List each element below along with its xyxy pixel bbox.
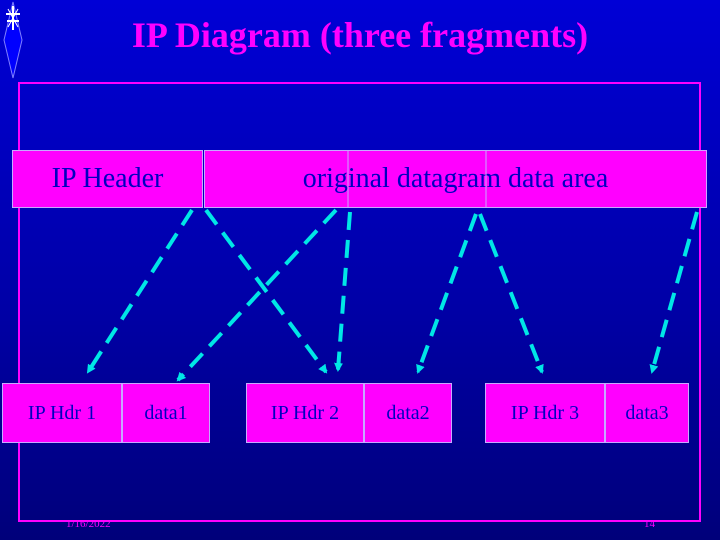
fragment-3-data-label: data3 [625, 401, 669, 424]
diagram-frame [18, 82, 701, 522]
arrow-hdr-to-frag1 [86, 208, 194, 374]
ip-header-label: IP Header [51, 163, 164, 194]
fragment-2-header-label: IP Hdr 2 [270, 401, 340, 424]
fragment-2-data-label: data2 [386, 401, 430, 424]
arrow-seg2-to-data2 [334, 211, 352, 372]
slide-title: IP Diagram (three fragments) [131, 15, 589, 55]
data-area-box: original datagram data area [204, 150, 707, 208]
arrow-seg1-to-data1 [176, 208, 338, 382]
fragment-3-header-label: IP Hdr 3 [510, 401, 580, 424]
fragment-1-header-label: IP Hdr 1 [27, 401, 97, 424]
logo-icon [3, 1, 23, 79]
fragment-2-data-box: data2 [364, 383, 452, 443]
fragment-3-header-box: IP Hdr 3 [485, 383, 605, 443]
arrow-seg2b-to-data2 [416, 213, 478, 374]
arrow-hdr-to-frag2 [204, 208, 328, 374]
ip-header-box: IP Header [12, 150, 203, 208]
arrow-seg3-to-data3 [649, 211, 699, 374]
fragment-2-header-box: IP Hdr 2 [246, 383, 364, 443]
arrow-hdr-to-frag3 [478, 213, 544, 374]
fragment-3-data-box: data3 [605, 383, 689, 443]
fragment-1-header-box: IP Hdr 1 [2, 383, 122, 443]
data-area-label: original datagram data area [302, 163, 609, 194]
fragment-1-data-label: data1 [144, 401, 188, 424]
page-number: 14 [644, 518, 655, 530]
footer-date: 1/16/2022 [66, 518, 111, 530]
fragment-1-data-box: data1 [122, 383, 210, 443]
